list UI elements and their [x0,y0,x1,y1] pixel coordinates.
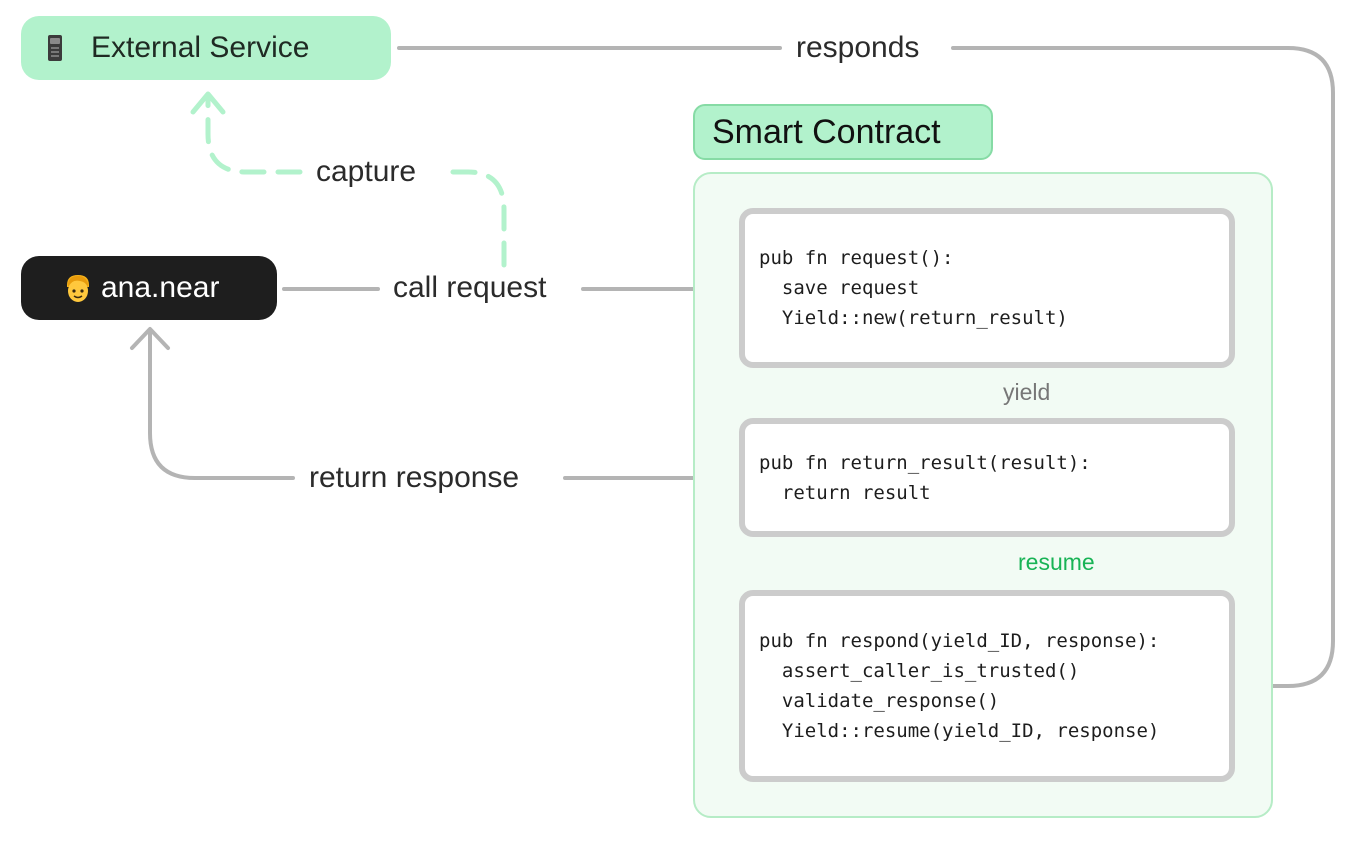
code-line: save request [759,277,920,299]
external-service-node: External Service [21,16,391,80]
yield-label: yield [1003,379,1051,405]
code-line: Yield::new(return_result) [759,307,1068,329]
request-function-block: pub fn request(): save request Yield::ne… [739,208,1235,368]
smart-contract-title-text: Smart Contract [712,112,941,151]
code-line: pub fn return_result(result): [759,451,1091,474]
respond-function-block: pub fn respond(yield_ID, response): asse… [739,590,1235,782]
user-node: ana.near [21,256,277,320]
smart-contract-title: Smart Contract [693,104,993,160]
code-line: pub fn respond(yield_ID, response): [759,630,1160,652]
return-response-label: return response [309,461,520,494]
responds-label: responds [796,31,920,64]
resume-label: resume [1018,549,1095,575]
call-request-label: call request [393,271,547,304]
capture-label: capture [316,155,417,188]
person-emoji-icon [64,273,92,303]
code-line: validate_response() [759,690,1000,712]
return-response-connector [130,327,737,480]
code-line: pub fn request(): [759,247,954,269]
pager-icon [47,34,63,62]
user-label: ana.near [101,271,220,304]
capture-connector [190,91,507,268]
code-line: return result [759,481,931,504]
code-line: assert_caller_is_trusted() [759,660,1080,682]
return-result-function-block: pub fn return_result(result): return res… [739,418,1235,537]
code-line: Yield::resume(yield_ID, response) [759,720,1160,742]
external-service-label: External Service [91,31,310,64]
